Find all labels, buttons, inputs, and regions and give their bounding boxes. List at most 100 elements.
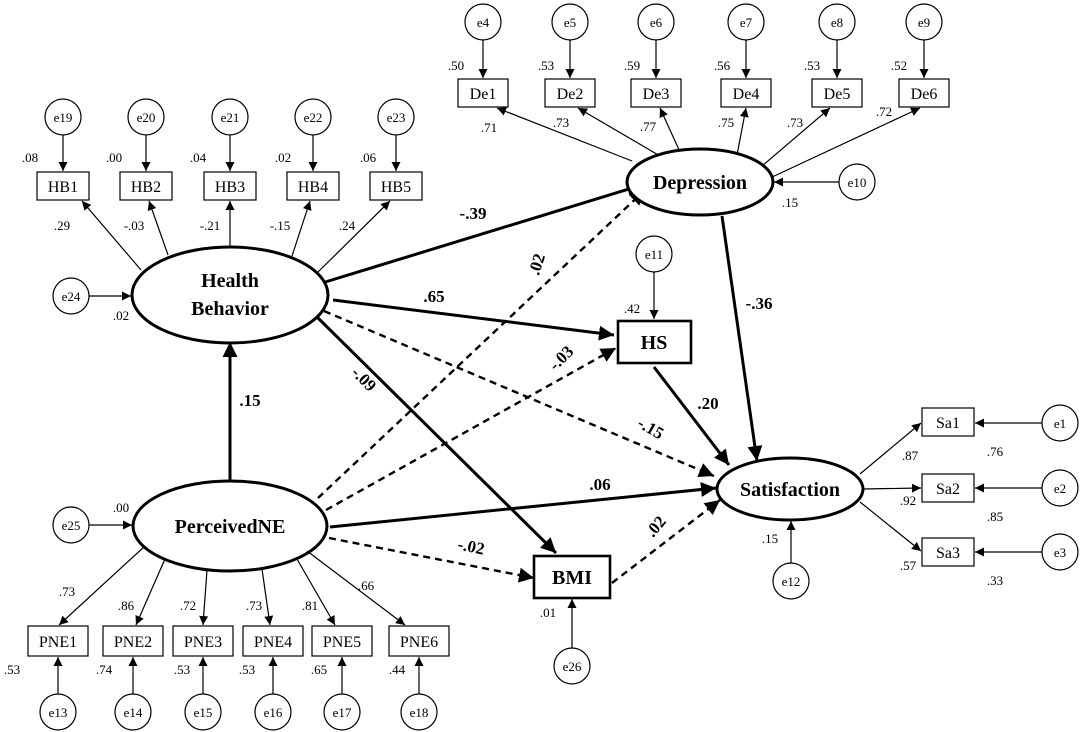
r-squared-depression: .15 — [782, 195, 798, 210]
error-label-e2: e2 — [1054, 481, 1066, 496]
loading-value-de4: .75 — [718, 115, 734, 130]
indicator-label-pne1: PNE1 — [39, 634, 77, 651]
path-arrow-hb-to-bmi — [316, 316, 558, 555]
indicator-label-de3: De3 — [643, 86, 670, 103]
r-squared-de5: .53 — [804, 58, 820, 73]
indicator-box-de3 — [630, 78, 682, 108]
indicator-box-pne1 — [27, 625, 89, 657]
indicator-label-hb3: HB3 — [215, 179, 245, 196]
r-squared-perceived-ne: .00 — [113, 500, 129, 515]
indicator-label-sa1: Sa1 — [936, 415, 960, 432]
path-arrow-pne-to-bmi — [328, 536, 535, 583]
indicator-label-de6: De6 — [911, 86, 938, 103]
error-label-e9: e9 — [918, 15, 930, 30]
indicator-box-sa2 — [921, 473, 975, 503]
loading-value-hb2: -.03 — [124, 218, 145, 233]
indicator-label-de1: De1 — [470, 86, 497, 103]
coef-pne-to-depression: .02 — [524, 251, 549, 277]
satisfaction-indicators: Sa1 Sa2 Sa3 .87 .92 .57 e1 e2 e3 .76 .85… — [859, 404, 1079, 588]
indicator-box-hb3 — [203, 171, 257, 201]
error-label-e15: e15 — [194, 705, 213, 720]
indicator-label-hb1: HB1 — [48, 179, 78, 196]
error-label-e11: e11 — [645, 247, 663, 262]
error-label-e17: e17 — [333, 705, 352, 720]
loading-arrow-hb1 — [81, 200, 142, 271]
r-squared-bmi: .01 — [540, 605, 556, 620]
r-squared-pne6: .44 — [389, 662, 406, 677]
r-squared-hb4: .02 — [275, 150, 291, 165]
r-squared-pne2: .74 — [96, 662, 113, 677]
mediator-bmi-box — [532, 554, 612, 600]
indicator-label-de2: De2 — [557, 86, 584, 103]
latent-perceived-ne-label: PerceivedNE — [175, 516, 286, 538]
indicator-box-pne4 — [242, 625, 304, 657]
error-label-e13: e13 — [49, 705, 68, 720]
r-squared-hb3: .04 — [190, 150, 207, 165]
error-label-e21: e21 — [221, 110, 240, 125]
error-label-e23: e23 — [387, 110, 406, 125]
indicator-label-pne2: PNE2 — [114, 634, 152, 651]
r-squared-sa2: .85 — [987, 509, 1003, 524]
loading-arrow-sa1 — [859, 422, 922, 475]
indicator-box-hb4 — [286, 171, 340, 201]
indicator-box-de4 — [720, 78, 772, 108]
r-squared-hb5: .06 — [360, 150, 377, 165]
latent-depression-label: Depression — [653, 172, 747, 194]
loading-arrow-sa2 — [862, 483, 922, 493]
perceived-ne-indicators: .73 .86 .72 .73 .81 .66 PNE1 PNE2 PNE3 P… — [4, 545, 450, 731]
loading-arrow-pne4 — [261, 568, 274, 626]
path-arrow-hb-to-satisfaction — [323, 309, 715, 478]
loading-value-pne2: .86 — [118, 598, 135, 613]
coef-pne-to-satisfaction: .06 — [589, 475, 610, 494]
indicator-box-pne2 — [102, 625, 164, 657]
loading-value-hb4: -.15 — [270, 218, 291, 233]
loading-arrow-pne5 — [296, 558, 336, 626]
r-squared-de3: .59 — [624, 58, 640, 73]
loading-arrow-de6 — [769, 107, 921, 179]
loading-value-de2: .73 — [553, 115, 569, 130]
error-label-e3: e3 — [1054, 545, 1066, 560]
r-squared-de6: .52 — [891, 58, 907, 73]
mediator-hs-label: HS — [641, 332, 668, 354]
loading-arrow-de1 — [496, 107, 633, 162]
coef-pne-to-hs: -.03 — [545, 342, 577, 374]
indicator-label-sa3: Sa3 — [936, 545, 960, 562]
loading-arrow-de4 — [736, 107, 749, 156]
loading-value-de5: .73 — [787, 115, 803, 130]
indicator-box-pne6 — [388, 625, 450, 657]
latent-satisfaction-label: Satisfaction — [740, 479, 840, 501]
indicator-label-de4: De4 — [733, 86, 760, 103]
loading-value-pne3: .72 — [180, 598, 196, 613]
r-squared-hb1: .08 — [22, 150, 38, 165]
indicator-label-de5: De5 — [824, 86, 851, 103]
r-squared-pne1: .53 — [4, 662, 20, 677]
mediator-hs-box — [616, 319, 693, 365]
error-label-e22: e22 — [304, 110, 323, 125]
loading-value-pne6: .66 — [358, 578, 375, 593]
loading-arrow-de2 — [577, 107, 661, 157]
indicator-label-hb5: HB5 — [381, 179, 411, 196]
indicator-box-de5 — [811, 78, 863, 108]
loading-arrow-de3 — [659, 107, 681, 153]
latent-health-behavior-label-line1: Health — [201, 270, 259, 292]
loading-value-pne5: .81 — [302, 598, 318, 613]
error-label-e18: e18 — [410, 705, 429, 720]
latent-depression — [625, 147, 775, 217]
loading-arrow-pne3 — [199, 569, 209, 626]
r-squared-health-behavior: .02 — [113, 308, 129, 323]
mediator-bmi-label: BMI — [552, 567, 592, 589]
path-arrow-hb-to-hs — [332, 298, 615, 341]
r-squared-satisfaction: .15 — [762, 531, 778, 546]
r-squared-sa3: .33 — [987, 573, 1003, 588]
error-label-e19: e19 — [54, 110, 73, 125]
path-arrow-hs-to-satisfaction — [652, 366, 731, 466]
error-label-e24: e24 — [62, 289, 81, 304]
coef-depression-to-satisfaction: -.36 — [746, 294, 773, 313]
error-label-e12: e12 — [782, 574, 801, 589]
loading-value-sa1: .87 — [902, 448, 919, 463]
loading-value-de6: .72 — [876, 104, 892, 119]
indicator-box-de1 — [457, 78, 509, 108]
coef-hb-to-depression: -.39 — [460, 204, 487, 223]
loading-value-de1: .71 — [481, 120, 497, 135]
error-label-e4: e4 — [477, 15, 490, 30]
